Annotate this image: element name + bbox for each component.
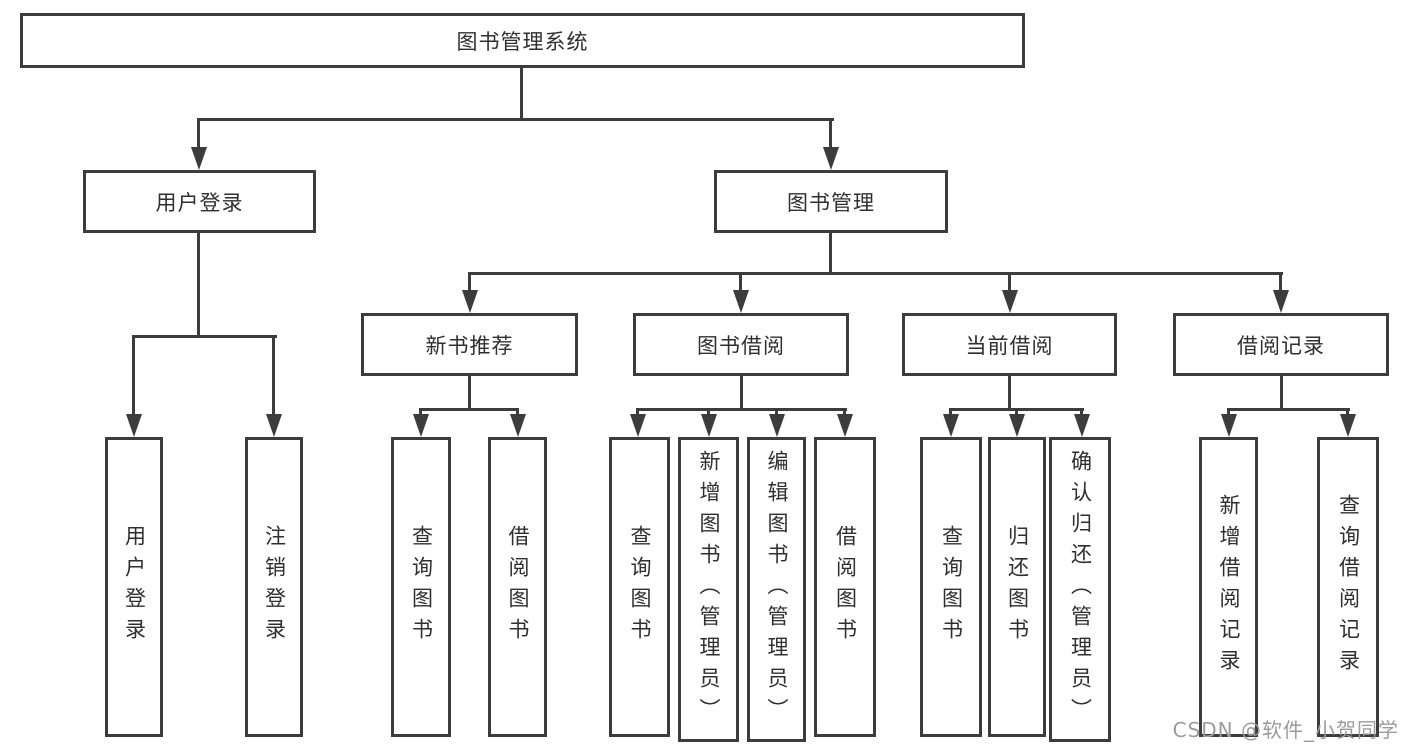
connector-borrow-trunk: [740, 376, 743, 411]
connector-root-to-mgmt: [829, 118, 832, 150]
connector-current-child-1: [949, 408, 952, 418]
connector-mgmt-child-2: [739, 272, 742, 293]
node-current-borrow-label: 当前借阅: [965, 333, 1054, 358]
node-user-login-label: 用户登录: [155, 190, 244, 215]
node-user-login: 用户登录: [83, 170, 316, 233]
leaf-logout-label: 注销登录: [262, 525, 287, 649]
connector-mgmt-child-4: [1279, 272, 1282, 293]
csdn-watermark: CSDN @软件_小贺同学: [1172, 718, 1399, 742]
node-book-management: 图书管理: [714, 170, 948, 233]
connector-borrow-child-3: [775, 408, 778, 418]
connector-current-child-2: [1015, 408, 1018, 418]
leaf-edit-book-admin: 编辑图书（管理员）: [747, 437, 806, 742]
node-root-label: 图书管理系统: [456, 29, 589, 54]
leaf-borrow-books-recommend-label: 借阅图书: [506, 525, 530, 649]
connector-records-trunk: [1280, 376, 1283, 411]
arrow-down-icon: [462, 290, 478, 313]
arrow-down-icon: [837, 414, 853, 437]
node-book-management-label: 图书管理: [787, 190, 875, 215]
connector-mgmt-span: [468, 272, 1283, 275]
arrow-down-icon: [769, 414, 785, 437]
leaf-query-books-current: 查询图书: [920, 437, 982, 737]
leaf-return-book: 归还图书: [988, 437, 1046, 737]
leaf-query-borrow-record: 查询借阅记录: [1317, 437, 1379, 737]
connector-recommend-trunk: [468, 376, 471, 411]
arrow-down-icon: [943, 414, 959, 437]
connector-borrow-span: [636, 408, 847, 411]
arrow-down-icon: [1221, 414, 1237, 437]
node-borrow-records-label: 借阅记录: [1237, 333, 1325, 358]
leaf-add-borrow-record-label: 新增借阅记录: [1217, 494, 1241, 680]
leaf-user-login-label: 用户登录: [122, 525, 147, 649]
arrow-down-icon: [266, 414, 282, 437]
connector-borrow-child-1: [636, 408, 639, 418]
leaf-query-borrow-record-label: 查询借阅记录: [1336, 494, 1361, 680]
connector-recommend-child-1: [419, 408, 422, 418]
arrow-down-icon: [191, 147, 207, 170]
leaf-logout: 注销登录: [245, 437, 303, 737]
arrow-down-icon: [1009, 414, 1025, 437]
arrow-down-icon: [413, 414, 429, 437]
leaf-query-books-borrow: 查询图书: [609, 437, 670, 737]
leaf-edit-book-admin-label: 编辑图书（管理员）: [765, 450, 789, 729]
arrow-down-icon: [126, 414, 142, 437]
connector-current-trunk: [1008, 376, 1011, 411]
arrow-down-icon: [1002, 290, 1018, 313]
leaf-add-book-admin-label: 新增图书（管理员）: [697, 450, 721, 729]
arrow-down-icon: [630, 414, 646, 437]
connector-borrow-child-4: [843, 408, 846, 418]
leaf-confirm-return-admin: 确认归还（管理员）: [1049, 437, 1111, 742]
node-book-borrow-label: 图书借阅: [697, 333, 785, 358]
leaf-borrow-books-recommend: 借阅图书: [488, 437, 547, 737]
arrow-down-icon: [701, 414, 717, 437]
connector-root-to-user: [197, 118, 200, 150]
connector-user-span: [132, 335, 277, 338]
connector-records-child-2: [1346, 408, 1349, 418]
connector-mgmt-child-3: [1008, 272, 1011, 293]
leaf-borrow-books-label: 借阅图书: [833, 525, 858, 649]
leaf-query-books-recommend-label: 查询图书: [409, 525, 434, 649]
arrow-down-icon: [733, 290, 749, 313]
connector-records-child-1: [1227, 408, 1230, 418]
arrow-down-icon: [1074, 414, 1090, 437]
connector-borrow-child-2: [707, 408, 710, 418]
connector-current-child-3: [1080, 408, 1083, 418]
connector-recommend-child-2: [516, 408, 519, 418]
node-book-borrow: 图书借阅: [633, 313, 849, 376]
connector-mgmt-child-1: [468, 272, 471, 293]
connector-user-trunk: [197, 233, 200, 338]
leaf-borrow-books: 借阅图书: [814, 437, 876, 737]
arrow-down-icon: [823, 147, 839, 170]
node-new-book-recommend: 新书推荐: [361, 313, 578, 376]
node-root: 图书管理系统: [20, 13, 1025, 68]
leaf-confirm-return-admin-label: 确认归还（管理员）: [1068, 450, 1093, 729]
arrow-down-icon: [1340, 414, 1356, 437]
leaf-query-books-borrow-label: 查询图书: [628, 525, 652, 649]
leaf-add-book-admin: 新增图书（管理员）: [678, 437, 739, 742]
arrow-down-icon: [1273, 290, 1289, 313]
connector-user-child-2: [272, 335, 275, 417]
leaf-return-book-label: 归还图书: [1005, 525, 1030, 649]
connector-root-trunk: [520, 68, 523, 121]
leaf-user-login: 用户登录: [105, 437, 163, 737]
leaf-add-borrow-record: 新增借阅记录: [1199, 437, 1258, 737]
leaf-query-books-current-label: 查询图书: [939, 525, 964, 649]
connector-mgmt-trunk: [829, 233, 832, 275]
connector-records-span: [1227, 408, 1350, 411]
leaf-query-books-recommend: 查询图书: [391, 437, 451, 737]
connector-user-child-1: [132, 335, 135, 417]
arrow-down-icon: [510, 414, 526, 437]
connector-recommend-span: [419, 408, 519, 411]
connector-root-span: [197, 118, 834, 121]
node-new-book-recommend-label: 新书推荐: [425, 333, 514, 358]
node-current-borrow: 当前借阅: [902, 313, 1117, 376]
node-borrow-records: 借阅记录: [1173, 313, 1389, 376]
